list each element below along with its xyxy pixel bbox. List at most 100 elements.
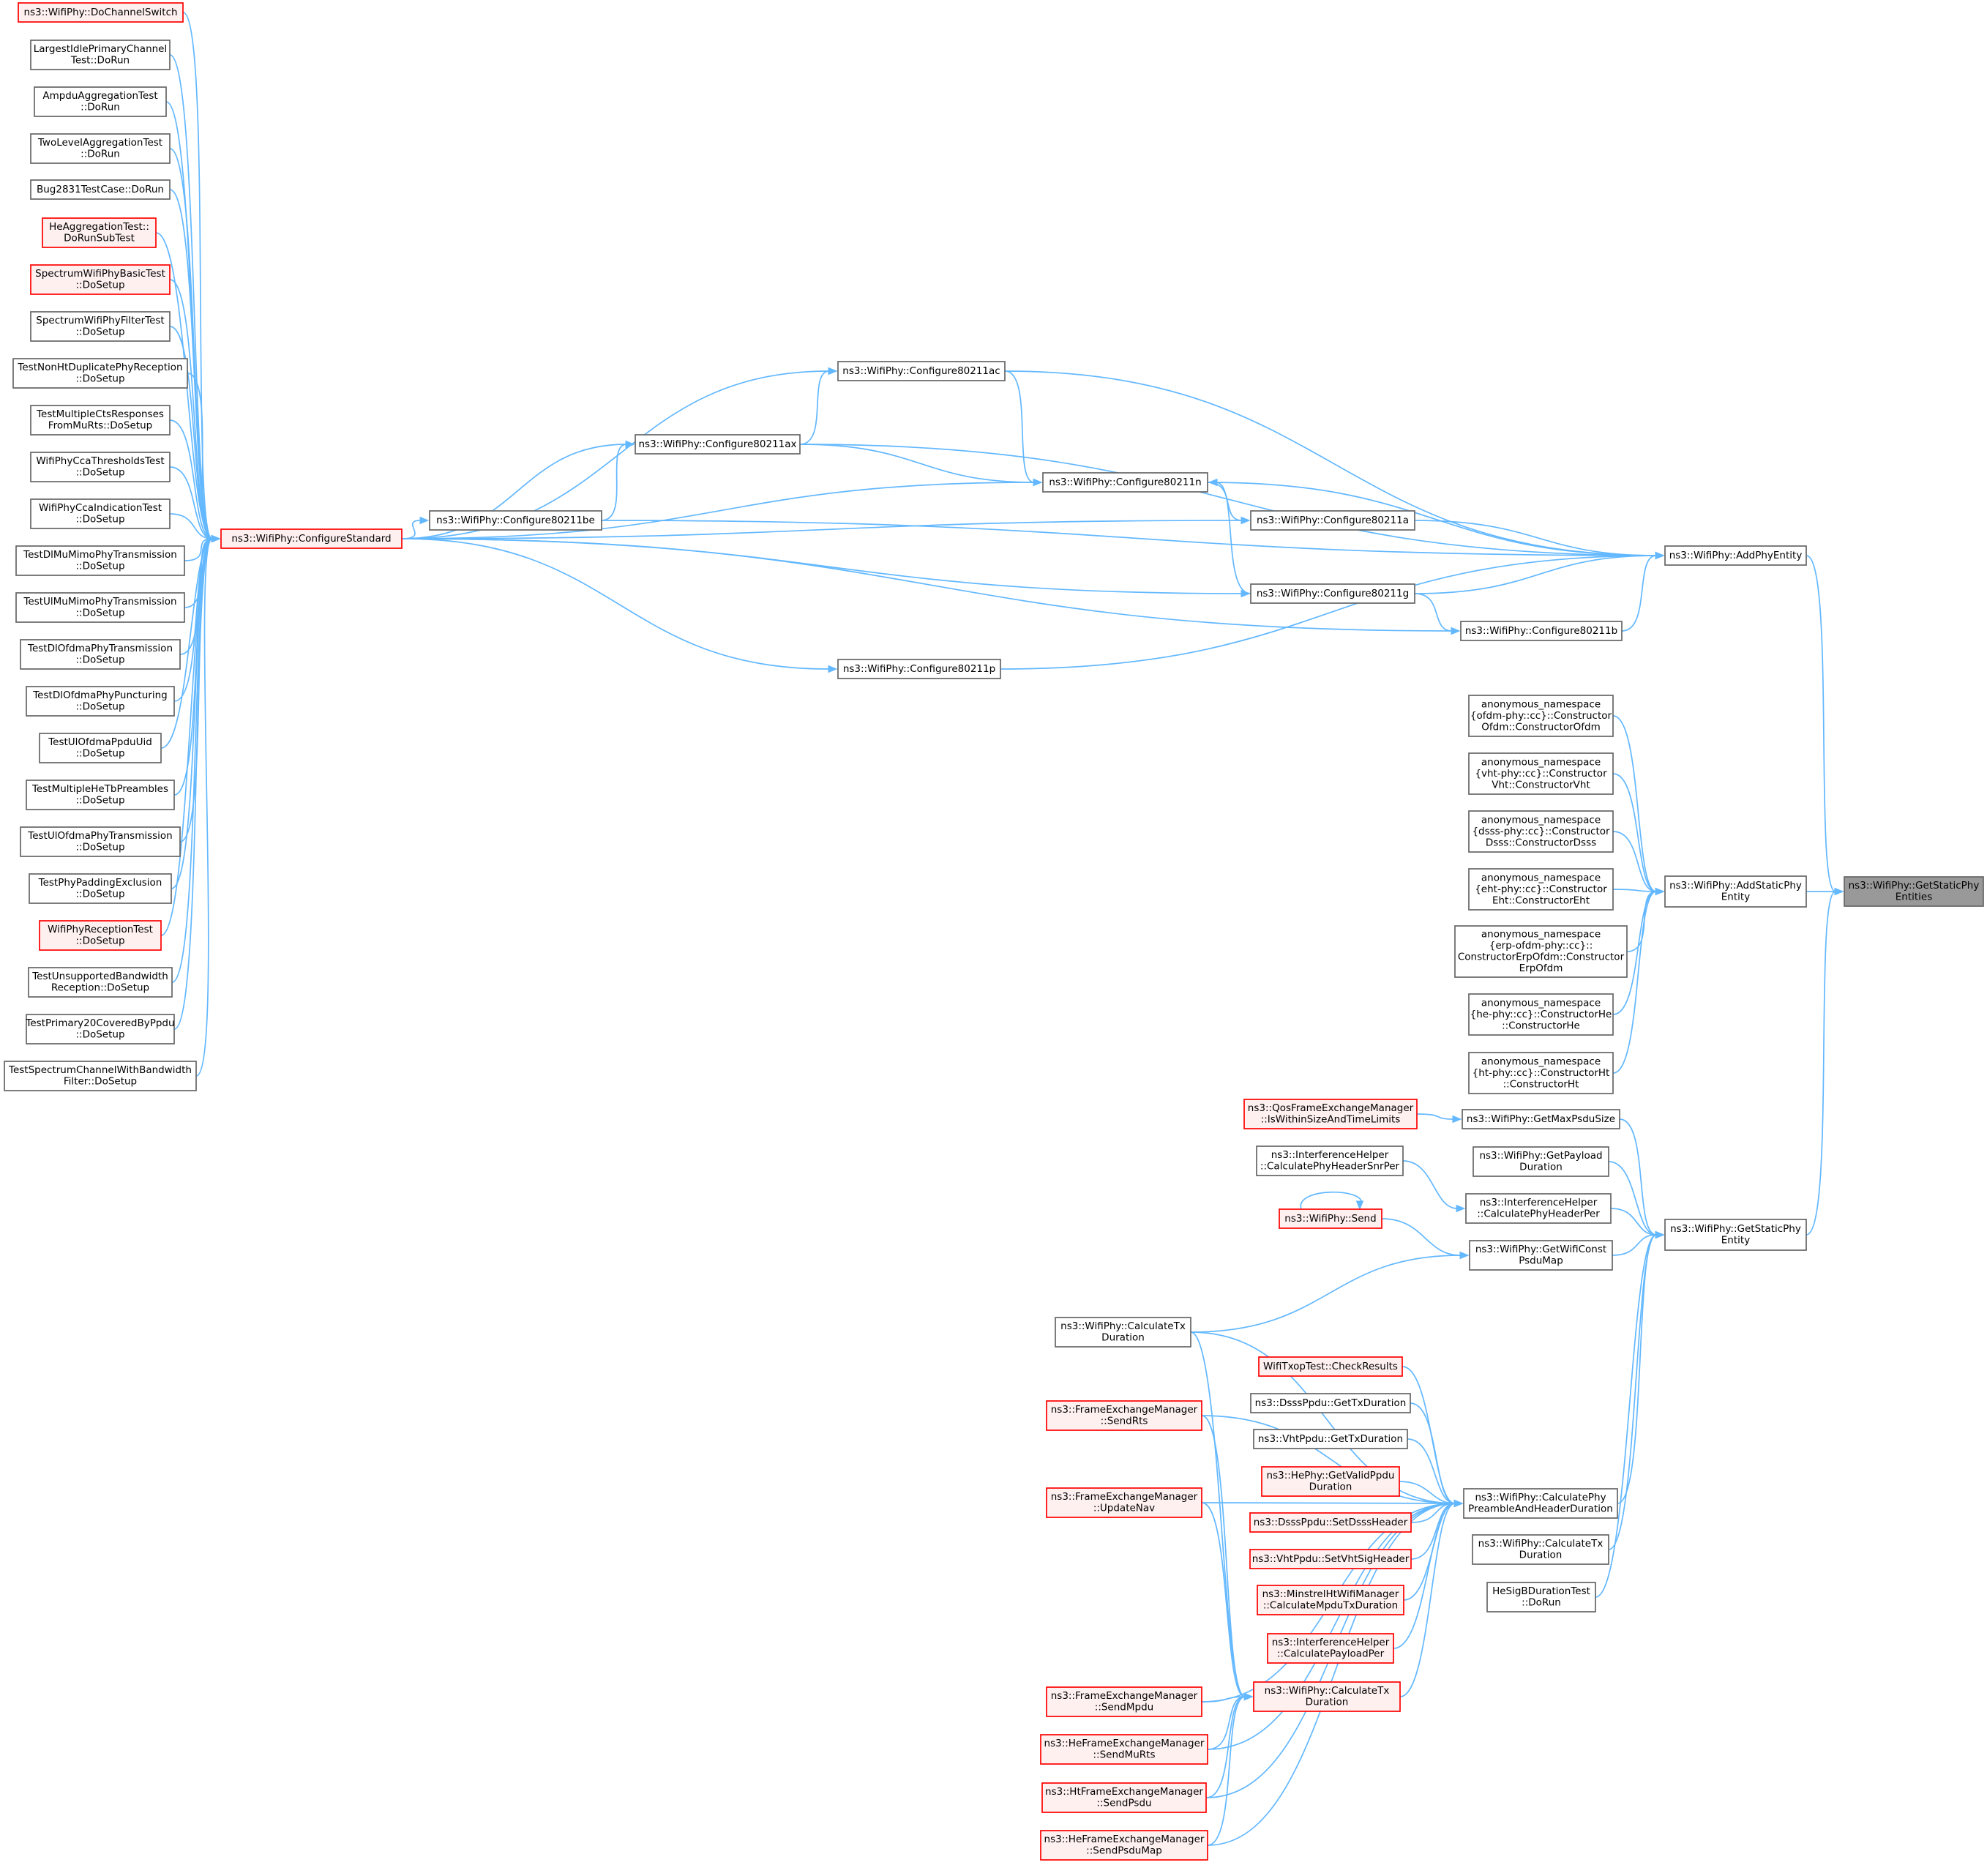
node-label: Entity [1721, 892, 1750, 903]
node-spectrumFilter[interactable]: SpectrumWifiPhyFilterTest::DoSetup [30, 311, 171, 342]
node-ctorDsss[interactable]: anonymous_namespace{dsss-phy::cc}::Const… [1468, 810, 1614, 853]
edge-configureStandard-to-configure80211n [401, 478, 1043, 539]
edge-configureStandard-to-configure80211a [401, 516, 1251, 539]
node-label: ::DoSetup [75, 748, 124, 760]
node-minstrel[interactable]: ns3::MinstrelHtWifiManager::CalculateMpd… [1257, 1585, 1404, 1615]
node-ctorEht[interactable]: anonymous_namespace{eht-phy::cc}::Constr… [1468, 868, 1614, 911]
node-label: ns3::WifiPhy::Configure80211a [1257, 515, 1409, 526]
node-label: ns3::WifiPhy::CalculateTx [1265, 1685, 1390, 1697]
node-label: Ofdm::ConstructorOfdm [1481, 721, 1601, 733]
node-box [1046, 1400, 1202, 1431]
node-ctorHt[interactable]: anonymous_namespace{ht-phy::cc}::Constru… [1468, 1052, 1614, 1094]
node-phyPadding[interactable]: TestPhyPaddingExclusion::DoSetup [29, 873, 172, 904]
edge-layer [155, 12, 1844, 1846]
node-twoLevelAgg[interactable]: TwoLevelAggregationTest::DoRun [30, 133, 171, 164]
node-testMultipleCts[interactable]: TestMultipleCtsResponsesFromMuRts::DoSet… [30, 405, 171, 436]
node-vhtGetTx[interactable]: ns3::VhtPpdu::GetTxDuration [1253, 1429, 1408, 1449]
node-box [26, 780, 175, 810]
node-configureStandard[interactable]: ns3::WifiPhy::ConfigureStandard [220, 528, 403, 549]
node-configure80211n[interactable]: ns3::WifiPhy::Configure80211n [1042, 472, 1208, 493]
node-box [28, 967, 173, 998]
node-addPhyEntity[interactable]: ns3::WifiPhy::AddPhyEntity [1664, 545, 1807, 566]
node-box [1279, 1208, 1382, 1229]
edge-arrowhead [1453, 1499, 1464, 1508]
node-label: ns3::HeFrameExchangeManager [1044, 1834, 1205, 1845]
node-spectrumChannel[interactable]: TestSpectrumChannelWithBandwidthFilter::… [4, 1061, 197, 1091]
node-txopCheck[interactable]: WifiTxopTest::CheckResults [1258, 1356, 1403, 1377]
node-ulOfdmaTx[interactable]: TestUlOfdmaPhyTransmission::DoSetup [20, 826, 181, 857]
node-doChannelSwitch[interactable]: ns3::WifiPhy::DoChannelSwitch [18, 2, 184, 23]
node-updateNav[interactable]: ns3::FrameExchangeManager::UpdateNav [1046, 1487, 1202, 1518]
node-label: ns3::WifiPhy::GetStaticPhy [1849, 880, 1980, 892]
node-phyReception[interactable]: WifiPhyReceptionTest::DoSetup [39, 920, 162, 951]
node-configure80211ax[interactable]: ns3::WifiPhy::Configure80211ax [635, 434, 801, 455]
node-calcPayloadPer[interactable]: ns3::InterferenceHelper::CalculatePayloa… [1267, 1633, 1394, 1664]
node-heSigB[interactable]: HeSigBDurationTest::DoRun [1486, 1582, 1596, 1612]
node-calcPhyHeaderPer[interactable]: ns3::InterferenceHelper::CalculatePhyHea… [1465, 1193, 1612, 1224]
node-sendRts[interactable]: ns3::FrameExchangeManager::SendRts [1046, 1400, 1202, 1431]
node-sendPsdu[interactable]: ns3::HtFrameExchangeManager::SendPsdu [1041, 1782, 1207, 1813]
node-dlOfdmaPunct[interactable]: TestDlOfdmaPhyPuncturing::DoSetup [26, 686, 175, 717]
node-bug2831[interactable]: Bug2831TestCase::DoRun [30, 179, 171, 200]
node-ctorHe[interactable]: anonymous_namespace{he-phy::cc}::Constru… [1468, 993, 1614, 1036]
edge-arrowhead [1834, 887, 1844, 896]
node-configure80211g[interactable]: ns3::WifiPhy::Configure80211g [1250, 583, 1415, 604]
node-ampduAgg[interactable]: AmpduAggregationTest::DoRun [34, 86, 167, 117]
node-layer: ns3::WifiPhy::GetStaticPhyEntitiesns3::W… [4, 2, 1984, 1861]
node-label: {erp-ofdm-phy::cc}:: [1489, 940, 1593, 952]
node-spectrumBasic[interactable]: SpectrumWifiPhyBasicTest::DoSetup [30, 264, 171, 295]
node-label: SpectrumWifiPhyBasicTest [35, 268, 165, 280]
node-sendPsduMap[interactable]: ns3::HeFrameExchangeManager::SendPsduMap [1040, 1830, 1208, 1861]
node-label: ns3::DsssPpdu::GetTxDuration [1255, 1397, 1407, 1409]
node-ccaThresholds[interactable]: WifiPhyCcaThresholdsTest::DoSetup [30, 452, 171, 482]
node-label: ns3::WifiPhy::GetWifiConst [1475, 1244, 1606, 1255]
node-configure80211be[interactable]: ns3::WifiPhy::Configure80211be [429, 510, 602, 531]
node-sendMuRts[interactable]: ns3::HeFrameExchangeManager::SendMuRts [1040, 1734, 1208, 1765]
node-calcPreamble[interactable]: ns3::WifiPhy::CalculatePhyPreambleAndHea… [1463, 1488, 1618, 1519]
edge-arrowhead [828, 665, 838, 673]
node-primary20[interactable]: TestPrimary20CoveredByPpdu::DoSetup [25, 1014, 175, 1044]
node-testNonHt[interactable]: TestNonHtDuplicatePhyReception::DoSetup [12, 358, 188, 389]
node-ulOfdmaUid[interactable]: TestUlOfdmaPpduUid::DoSetup [39, 733, 162, 763]
node-configure80211a[interactable]: ns3::WifiPhy::Configure80211a [1250, 510, 1415, 531]
node-multipleHeTb[interactable]: TestMultipleHeTbPreambles::DoSetup [26, 780, 175, 810]
edge-configure80211p-to-addPhyEntity [1000, 551, 1665, 670]
node-box [1249, 1512, 1412, 1533]
node-vhtSetSig[interactable]: ns3::VhtPpdu::SetVhtSigHeader [1249, 1549, 1412, 1569]
node-sendMpdu[interactable]: ns3::FrameExchangeManager::SendMpdu [1046, 1686, 1202, 1717]
node-unsupportedBw[interactable]: TestUnsupportedBandwidthReception::DoSet… [28, 967, 173, 998]
node-heAgg[interactable]: HeAggregationTest::DoRunSubTest [42, 217, 157, 248]
node-configure80211p[interactable]: ns3::WifiPhy::Configure80211p [837, 659, 1001, 679]
node-configure80211b[interactable]: ns3::WifiPhy::Configure80211b [1460, 621, 1623, 641]
node-configure80211ac[interactable]: ns3::WifiPhy::Configure80211ac [837, 361, 1006, 381]
node-getMaxPsduSize[interactable]: ns3::WifiPhy::GetMaxPsduSize [1462, 1109, 1620, 1129]
node-ulMuMimo[interactable]: TestUlMuMimoPhyTransmission::DoSetup [15, 592, 185, 623]
node-ctorErp[interactable]: anonymous_namespace{erp-ofdm-phy::cc}::C… [1454, 925, 1628, 978]
node-ccaIndication[interactable]: WifiPhyCcaIndicationTest::DoSetup [30, 498, 171, 529]
node-label: ::DoSetup [75, 935, 124, 947]
node-send[interactable]: ns3::WifiPhy::Send [1279, 1208, 1382, 1229]
node-calcPhyHeaderSnrPer[interactable]: ns3::InterferenceHelper::CalculatePhyHea… [1256, 1146, 1404, 1176]
node-ctorOfdm[interactable]: anonymous_namespace{ofdm-phy::cc}::Const… [1468, 695, 1614, 737]
node-dsssSetHeader[interactable]: ns3::DsssPpdu::SetDsssHeader [1249, 1512, 1412, 1533]
node-qosIsWithin[interactable]: ns3::QosFrameExchangeManager::IsWithinSi… [1243, 1099, 1418, 1129]
node-label: Filter::DoSetup [64, 1076, 137, 1088]
node-dsssGetTx[interactable]: ns3::DsssPpdu::GetTxDuration [1250, 1393, 1411, 1413]
edge-configure80211g-to-configure80211b [1414, 593, 1461, 635]
edge-qosIsWithin-to-getMaxPsduSize [1416, 1113, 1462, 1124]
node-ctorVht[interactable]: anonymous_namespace{vht-phy::cc}::Constr… [1468, 752, 1614, 795]
node-dlMuMimo[interactable]: TestDlMuMimoPhyTransmission::DoSetup [15, 545, 185, 576]
edge-arrowhead [1241, 589, 1251, 598]
edge-arrowhead [1452, 1115, 1462, 1124]
node-dlOfdma[interactable]: TestDlOfdmaPhyTransmission::DoSetup [20, 639, 181, 670]
